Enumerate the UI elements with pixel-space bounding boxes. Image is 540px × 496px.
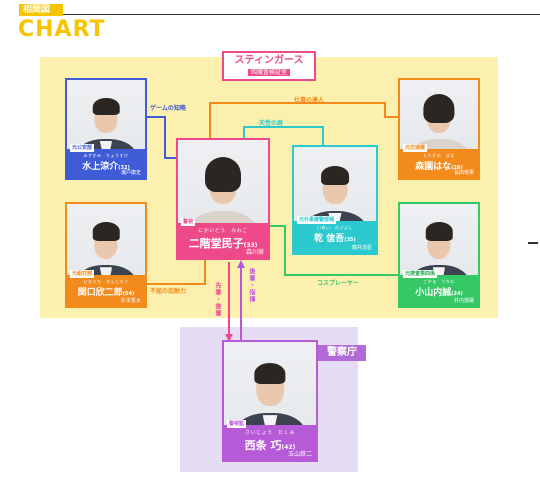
actor-saijo: 玉山鉄二 (287, 451, 312, 458)
header-title: CHART (18, 17, 106, 42)
police-label: 警察庁 (318, 345, 366, 361)
actor-inui: 藤井流星 (351, 245, 372, 251)
role-nikaido: 警視 (181, 217, 196, 226)
ruby-saijo: さいじょう たくみ (245, 429, 295, 436)
age-sekiguchi: (54) (122, 291, 135, 298)
stingers-title: スティンガース (234, 55, 304, 66)
stingers-label: スティンガース 囮捜査検証室 (222, 51, 316, 81)
name-nikaido: 二階堂民子 (188, 236, 244, 250)
role-mizukami: 元公安部 (70, 143, 95, 152)
actor-sekiguchi: 杉本哲太 (120, 298, 141, 304)
role-inui: 元外事課警部補 (297, 216, 337, 225)
age-mizukami: (32) (118, 164, 130, 171)
card-inui[interactable]: 元外事課警部補 いぬい のぶよし 乾 信吾(35) 藤井流星 (292, 145, 378, 255)
ruby-koyama: こやま うちわ (423, 279, 455, 285)
ruby-mizukami: みずかみ りょうすけ (83, 152, 129, 158)
card-nikaido[interactable]: 警視 にかいどう みわこ 二階堂民子(33) 森川葵 (176, 138, 270, 260)
line-natural (243, 126, 324, 147)
actor-koyama: 井内悠陽 (453, 298, 474, 304)
header-rule (20, 14, 540, 15)
line-work (209, 102, 398, 140)
ruby-nikaido: にかいどう みわこ (198, 227, 248, 234)
age-koyama: (24) (451, 291, 463, 298)
role-saijo: 警視監 (227, 419, 247, 428)
line-stubborn (147, 258, 206, 285)
arrow-senior (225, 334, 233, 342)
age-saijo: (42) (281, 443, 296, 451)
name-koyama: 小山内誠 (415, 288, 452, 299)
relation-game: ゲームの知略 (150, 105, 186, 112)
ruby-sekiguchi: せきぐち きんじろう (83, 279, 129, 285)
name-morizono: 森園はな (415, 161, 452, 172)
line-game (147, 116, 178, 159)
card-saijo[interactable]: 警視監 さいじょう たくみ 西条 巧(42) 玉山鉄二 (222, 340, 318, 462)
relation-stubborn: 不屈の忍耐力 (150, 288, 187, 295)
stingers-subtitle: 囮捜査検証室 (247, 69, 290, 76)
age-nikaido: (33) (243, 241, 258, 249)
name-mizukami: 水上涼介 (82, 161, 119, 172)
relation-senior: 先輩・後輩 (214, 282, 221, 317)
card-sekiguchi[interactable]: 元組対部 せきぐち きんじろう 関口欣二郎(54) 杉本哲太 (65, 202, 147, 308)
role-sekiguchi: 元組対部 (70, 270, 95, 279)
card-koyama[interactable]: 元捜査第四係 こやま うちわ 小山内誠(24) 井内悠陽 (398, 202, 480, 308)
age-morizono: (26) (451, 164, 463, 171)
header-small-label: 相関図 (19, 4, 63, 16)
card-mizukami[interactable]: 元公安部 みずかみ りょうすけ 水上涼介(32) 瀬戸康史 (65, 78, 147, 180)
relation-cosplay: コスプレーヤー (317, 280, 360, 287)
role-morizono: 元交通課 (403, 143, 428, 152)
actor-nikaido: 森川葵 (245, 249, 264, 256)
name-sekiguchi: 関口欣二郎 (77, 288, 123, 299)
ruby-morizono: もりぞの はな (423, 152, 455, 158)
ruby-inui: いぬい のぶよし (317, 225, 353, 231)
relation-natural: 天性の肩 (259, 120, 284, 127)
relation-work: 仕事の達人 (294, 97, 325, 104)
arrow-leader (237, 260, 245, 268)
line-cosplay (268, 225, 398, 276)
actor-mizukami: 瀬戸康史 (120, 170, 141, 176)
card-morizono[interactable]: 元交通課 もりぞの はな 森園はな(26) 長田侑果 (398, 78, 480, 180)
actor-morizono: 長田侑果 (453, 170, 474, 176)
name-inui: 乾 信吾 (314, 234, 345, 245)
name-saijo: 西条 巧 (244, 438, 282, 452)
age-inui: (35) (344, 237, 356, 244)
relation-leader: 後輩・指揮 (248, 268, 255, 303)
role-koyama: 元捜査第四係 (403, 270, 438, 279)
